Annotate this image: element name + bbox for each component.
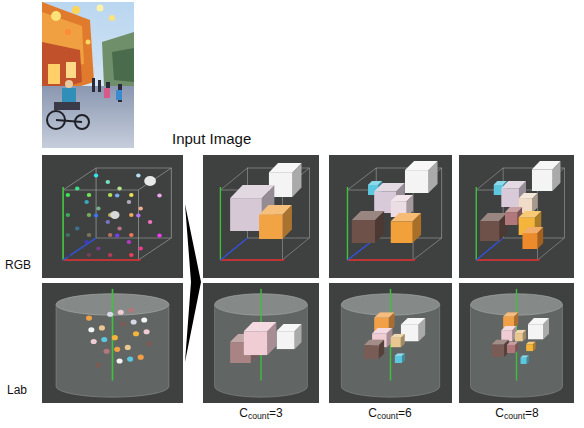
color-dot — [129, 193, 133, 197]
color-dot — [96, 207, 100, 211]
color-dot — [66, 193, 70, 197]
color-dot — [99, 325, 105, 330]
color-dot — [157, 234, 161, 238]
rgb-cluster-panel — [459, 155, 574, 278]
color-dot — [116, 359, 122, 364]
color-dot — [87, 253, 91, 257]
color-dot — [107, 312, 113, 317]
color-dot — [94, 214, 98, 218]
color-dot — [108, 193, 112, 197]
color-dot — [95, 362, 101, 367]
color-dot — [75, 227, 79, 231]
color-dot — [108, 253, 112, 257]
color-dot — [86, 316, 92, 321]
color-dot — [112, 335, 118, 340]
color-dot — [106, 220, 110, 224]
color-dot — [144, 329, 150, 334]
color-dot — [138, 355, 144, 360]
color-dot — [127, 200, 131, 204]
color-dot — [115, 194, 119, 198]
column-caption: Ccount=3 — [239, 407, 282, 422]
row-label: Lab — [7, 384, 27, 398]
color-dot — [128, 308, 134, 313]
color-dot — [127, 240, 131, 244]
color-dot — [101, 337, 107, 342]
lab-cluster-panel — [459, 283, 574, 403]
color-dot — [129, 213, 133, 217]
color-dot — [88, 327, 94, 332]
color-dot — [157, 194, 161, 198]
color-dot — [127, 357, 133, 362]
color-dot — [117, 187, 121, 191]
lab-cluster-panel — [203, 283, 319, 403]
input-photo — [42, 2, 134, 148]
color-dot — [125, 345, 131, 350]
color-dot — [87, 193, 91, 197]
color-dot — [87, 233, 91, 237]
color-dot — [133, 331, 139, 336]
color-dot — [117, 227, 121, 231]
row-label: RGB — [5, 259, 31, 273]
color-dot — [96, 247, 100, 251]
color-dot — [66, 213, 70, 217]
color-dot — [75, 187, 79, 191]
color-dot — [115, 234, 119, 238]
color-dot — [104, 349, 110, 354]
color-dot — [84, 200, 88, 204]
color-dot — [120, 321, 126, 326]
rgb-cluster-panel — [329, 155, 452, 278]
color-dot — [66, 233, 70, 237]
color-dot — [131, 319, 137, 324]
column-caption: Ccount=8 — [495, 407, 538, 422]
color-dot — [66, 253, 70, 257]
column-caption: Ccount=6 — [368, 407, 411, 422]
color-dot — [129, 233, 133, 237]
color-dot — [84, 240, 88, 244]
rgb-scatter-panel — [42, 155, 183, 278]
color-dot — [106, 180, 110, 184]
color-dot — [129, 253, 133, 257]
color-dot — [91, 339, 97, 344]
color-dot — [138, 247, 142, 251]
color-dot — [118, 310, 124, 315]
lab-cluster-panel — [329, 283, 452, 403]
image-label: Input Image — [172, 130, 251, 147]
color-dot — [87, 213, 91, 217]
color-dot — [141, 318, 147, 323]
rgb-cluster-panel — [203, 155, 319, 278]
color-dot — [136, 174, 140, 178]
color-dot — [138, 207, 142, 211]
lab-scatter-panel — [42, 283, 183, 403]
color-dot — [94, 174, 98, 178]
color-dot — [136, 214, 140, 218]
color-dot — [108, 233, 112, 237]
color-dot — [146, 341, 152, 346]
color-dot — [114, 347, 120, 352]
color-dot — [148, 220, 152, 224]
transform-arrow — [180, 200, 204, 366]
